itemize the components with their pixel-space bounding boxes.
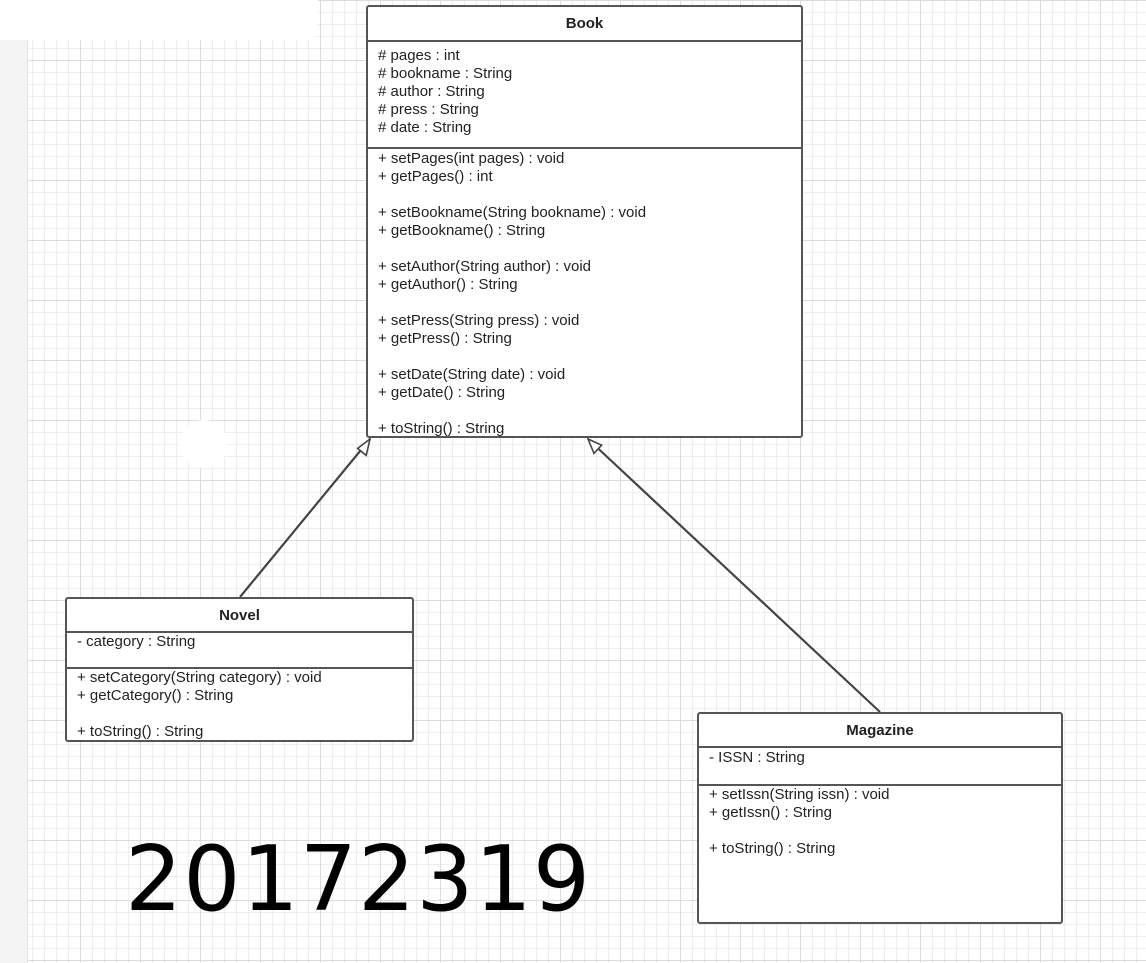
method: + getPages() : int	[378, 168, 493, 185]
method: + setPress(String press) : void	[378, 312, 580, 329]
method-spacer	[378, 402, 791, 420]
method: + getDate() : String	[378, 384, 506, 401]
method-spacer	[378, 240, 791, 258]
class-novel[interactable]: Novel - category : String + setCategory(…	[65, 597, 414, 742]
class-magazine-attributes: - ISSN : String	[699, 748, 1061, 786]
method-spacer	[378, 186, 791, 204]
magazine-to-book-arrow-line[interactable]	[587, 438, 881, 713]
method: + getAuthor() : String	[378, 276, 518, 293]
method-spacer	[709, 822, 1051, 840]
magazine-to-book-arrowhead	[586, 437, 603, 455]
canvas-left-ruler	[0, 0, 28, 963]
class-magazine[interactable]: Magazine - ISSN : String + setIssn(Strin…	[697, 712, 1063, 924]
method: + setBookname(String bookname) : void	[378, 204, 647, 221]
class-magazine-methods: + setIssn(String issn) : void + getIssn(…	[699, 786, 1061, 858]
canvas-highlight-blob	[180, 420, 228, 468]
class-novel-methods: + setCategory(String category) : void + …	[67, 669, 412, 741]
novel-to-book-arrow-line[interactable]	[239, 438, 371, 598]
class-magazine-name: Magazine	[699, 714, 1061, 748]
method: + setAuthor(String author) : void	[378, 258, 592, 275]
attribute: # press : String	[378, 101, 479, 118]
class-novel-name: Novel	[67, 599, 412, 633]
method: + setIssn(String issn) : void	[709, 786, 890, 803]
method: + setDate(String date) : void	[378, 366, 566, 383]
class-book-methods: + setPages(int pages) : void + getPages(…	[368, 149, 801, 438]
method: + toString() : String	[77, 723, 204, 740]
method: + getCategory() : String	[77, 687, 234, 704]
attribute: # date : String	[378, 119, 472, 136]
method: + getIssn() : String	[709, 804, 832, 821]
attribute: - category : String	[77, 633, 196, 650]
method-spacer	[77, 705, 402, 723]
top-toolbar-panel	[0, 0, 318, 40]
class-book[interactable]: Book # pages : int # bookname : String #…	[366, 5, 803, 438]
method: + toString() : String	[378, 420, 505, 437]
attribute: - ISSN : String	[709, 749, 805, 766]
method: + toString() : String	[709, 840, 836, 857]
method: + setCategory(String category) : void	[77, 669, 322, 686]
class-novel-attributes: - category : String	[67, 633, 412, 669]
student-id-text: 20172319	[125, 827, 592, 932]
attribute: # pages : int	[378, 47, 460, 64]
class-book-attributes: # pages : int # bookname : String # auth…	[368, 42, 801, 149]
class-book-name: Book	[368, 7, 801, 42]
method-spacer	[378, 348, 791, 366]
novel-to-book-arrowhead	[356, 437, 372, 457]
method: + getBookname() : String	[378, 222, 546, 239]
method-spacer	[378, 294, 791, 312]
attribute: # bookname : String	[378, 65, 513, 82]
method: + setPages(int pages) : void	[378, 150, 565, 167]
method: + getPress() : String	[378, 330, 512, 347]
attribute: # author : String	[378, 83, 485, 100]
